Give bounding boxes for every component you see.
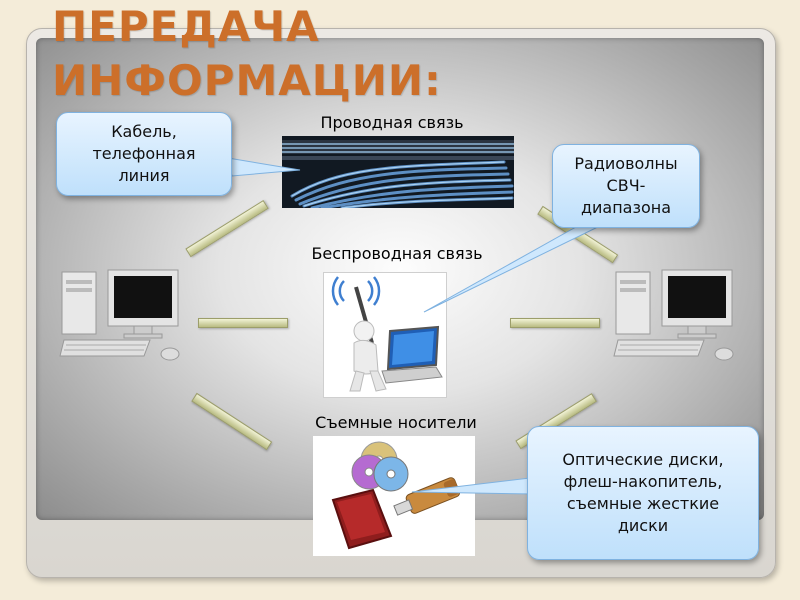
callout-cable: Кабель, телефонная линия: [56, 112, 232, 196]
callout-media: Оптические диски, флеш-накопитель, съемн…: [527, 426, 759, 560]
section-label-wireless: Беспроводная связь: [311, 244, 483, 263]
discs-hdd-flash-image: [313, 436, 475, 556]
callout-radio: Радиоволны СВЧ- диапазона: [552, 144, 700, 228]
callout-cable-text: Кабель, телефонная линия: [92, 122, 196, 185]
desktop-computer-icon-left: [58, 268, 186, 368]
slide-title: ПЕРЕДАЧА ИНФОРМАЦИИ:: [52, 2, 442, 105]
desktop-computer-icon-right: [612, 268, 740, 368]
connector-line-mid-right: [510, 318, 600, 328]
connector-line-mid-left: [198, 318, 288, 328]
section-label-wired: Проводная связь: [320, 113, 464, 132]
callout-media-text: Оптические диски, флеш-накопитель, съемн…: [562, 450, 724, 535]
section-label-removable: Съемные носители: [315, 413, 477, 432]
wireless-laptop-figure-image: [323, 272, 447, 398]
network-cables-image: [282, 136, 514, 208]
callout-radio-text: Радиоволны СВЧ- диапазона: [574, 154, 678, 217]
